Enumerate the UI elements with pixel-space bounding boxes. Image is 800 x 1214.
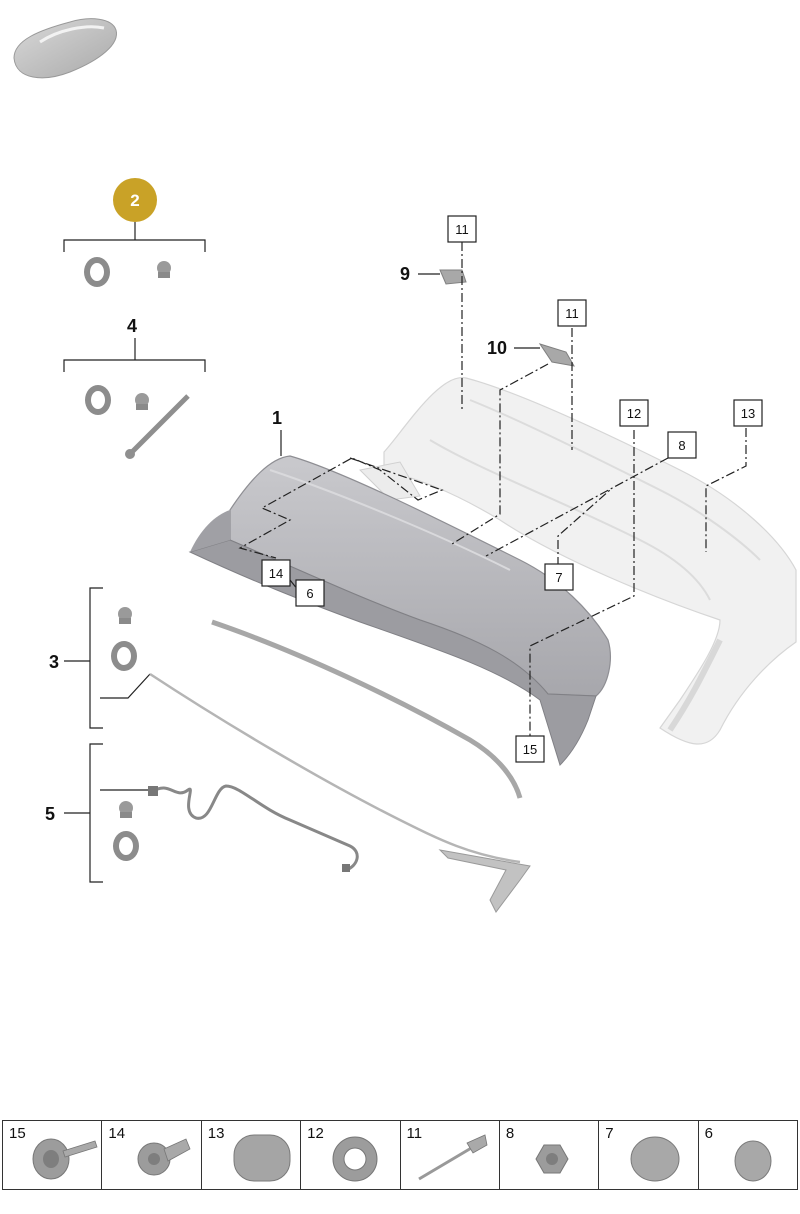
svg-text:11: 11	[455, 222, 469, 237]
legend-label-11: 11	[406, 1125, 423, 1142]
label-10[interactable]: 10	[487, 338, 507, 358]
legend-label-13: 13	[207, 1125, 225, 1142]
svg-text:13: 13	[741, 406, 755, 421]
svg-text:14: 14	[269, 566, 283, 581]
label-5[interactable]: 5	[45, 804, 55, 824]
clip-10-icon	[538, 343, 575, 367]
svg-text:12: 12	[627, 406, 641, 421]
label-3[interactable]: 3	[49, 652, 59, 672]
blind-rivet-icon	[417, 1134, 487, 1181]
svg-text:6: 6	[306, 586, 313, 601]
callout-7[interactable]: 7	[544, 563, 574, 591]
callout-11-mid[interactable]: 11	[557, 299, 587, 327]
dash-12-15	[529, 430, 635, 738]
svg-text:11: 11	[565, 306, 579, 321]
callout-13[interactable]: 13	[733, 399, 763, 427]
dash-7	[557, 489, 611, 566]
legend-cell-8[interactable]: 8	[500, 1121, 600, 1189]
oval-plug-icon	[233, 1134, 291, 1182]
legend-label-12: 12	[307, 1125, 324, 1142]
group-4-screw-icon	[135, 393, 149, 410]
seal-strip	[149, 619, 531, 913]
svg-text:8: 8	[678, 438, 685, 453]
dash-8	[485, 457, 669, 557]
round-plug-icon	[630, 1136, 680, 1182]
legend-label-7: 7	[605, 1125, 614, 1142]
callout-11-top[interactable]: 11	[447, 215, 477, 243]
group-badge-2[interactable]: 2	[113, 178, 157, 222]
legend-cell-12[interactable]: 12	[301, 1121, 401, 1189]
group-2-bracket	[63, 222, 206, 252]
group-3-bracket	[64, 587, 103, 729]
dash-14	[238, 457, 444, 559]
label-1[interactable]: 1	[272, 408, 282, 428]
grommet-icon	[332, 1136, 378, 1182]
group-badge-2-label: 2	[130, 191, 139, 210]
callout-8[interactable]: 8	[667, 431, 697, 459]
legend-label-8: 8	[505, 1125, 515, 1142]
legend-cell-6[interactable]: 6	[699, 1121, 797, 1189]
legend-cell-15[interactable]: 15	[3, 1121, 103, 1189]
group-4-rod-icon	[125, 394, 190, 459]
callout-6[interactable]: 6	[295, 579, 325, 607]
dash-10	[451, 363, 549, 545]
small-plug-icon	[734, 1140, 772, 1182]
group-5-grommet-icon	[113, 831, 139, 861]
fastener-legend: 15 14 13 12 11 8	[2, 1120, 798, 1190]
legend-label-14: 14	[108, 1125, 126, 1142]
callout-12[interactable]: 12	[619, 399, 649, 427]
callout-15[interactable]: 15	[515, 735, 545, 763]
group-5-screw-icon	[119, 801, 133, 818]
rear-spoiler[interactable]	[188, 455, 611, 766]
legend-cell-7[interactable]: 7	[599, 1121, 699, 1189]
group-5-bracket	[64, 743, 103, 883]
svg-text:7: 7	[555, 570, 562, 585]
legend-cell-11[interactable]: 11	[401, 1121, 500, 1189]
legend-cell-13[interactable]: 13	[202, 1121, 302, 1189]
group-3-screw-icon	[118, 607, 132, 624]
torx-screw-icon	[137, 1138, 191, 1176]
callout-14[interactable]: 14	[261, 559, 291, 587]
legend-label-6: 6	[704, 1125, 713, 1142]
group-4-bracket	[63, 338, 206, 372]
label-4[interactable]: 4	[127, 316, 137, 336]
flange-bolt-icon	[32, 1138, 98, 1180]
svg-text:15: 15	[523, 742, 537, 757]
vehicle-thumbnail-icon	[13, 18, 117, 79]
dash-13	[705, 428, 747, 552]
legend-label-15: 15	[9, 1125, 26, 1142]
legend-cell-14[interactable]: 14	[102, 1121, 202, 1189]
clip-9-icon	[439, 269, 467, 285]
dash-6	[289, 579, 299, 591]
hex-nut-icon	[535, 1144, 569, 1174]
group-2-screw-icon	[157, 261, 171, 278]
wiring-harness-icon	[148, 784, 359, 872]
group-3-leader	[100, 673, 151, 699]
group-3-grommet-icon	[111, 641, 137, 671]
group-2-grommet-icon	[84, 257, 110, 287]
label-9[interactable]: 9	[400, 264, 410, 284]
group-4-grommet-icon	[85, 385, 111, 415]
